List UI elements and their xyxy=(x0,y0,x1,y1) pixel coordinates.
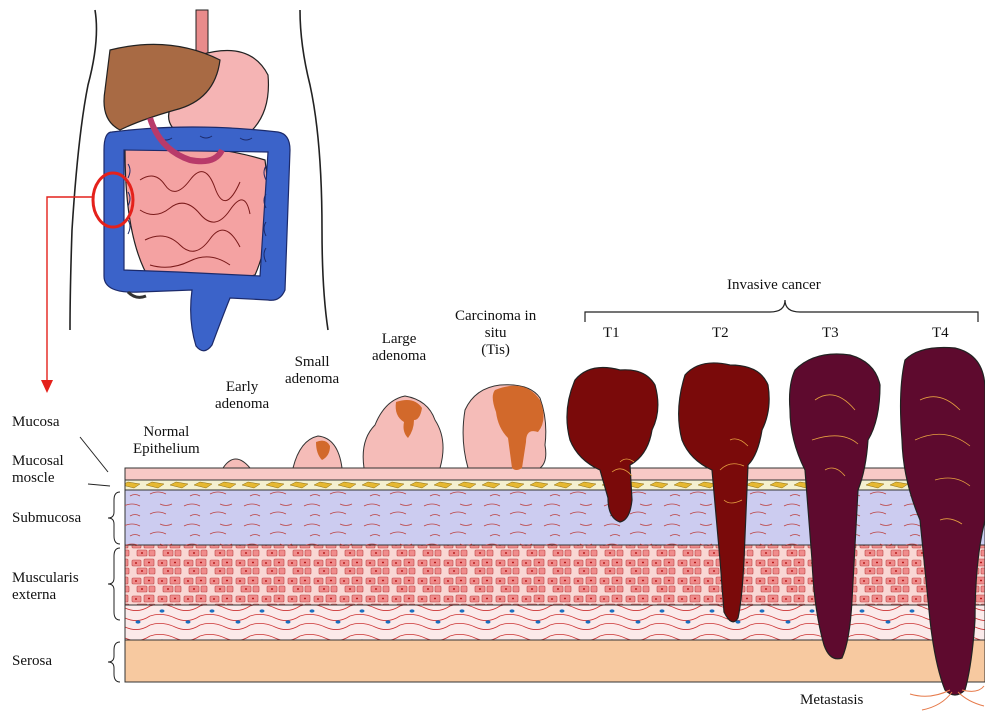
label-early-line1: Early xyxy=(215,379,269,396)
label-normal-line1: Normal xyxy=(133,424,200,441)
appendix xyxy=(128,292,146,297)
label-t1: T1 xyxy=(603,325,620,342)
label-muscularis-externa: Muscularis externa xyxy=(12,570,79,604)
abdomen-illustration xyxy=(41,10,328,393)
label-invasive-cancer: Invasive cancer xyxy=(727,277,821,294)
invasive-bracket xyxy=(585,300,978,322)
label-t2: T2 xyxy=(712,325,729,342)
label-normal-epithelium: Normal Epithelium xyxy=(133,424,200,458)
label-cis-line2: situ xyxy=(455,325,536,342)
label-cis-line3: (Tis) xyxy=(455,342,536,359)
layer-braces xyxy=(80,437,120,682)
label-large-adenoma: Large adenoma xyxy=(372,331,426,365)
layer-muscularis-fibers xyxy=(125,605,985,640)
label-carcinoma-in-situ: Carcinoma in situ (Tis) xyxy=(455,308,536,359)
label-early-line2: adenoma xyxy=(215,396,269,413)
adenoma-progression xyxy=(223,385,546,470)
label-large-line2: adenoma xyxy=(372,348,426,365)
label-small-line1: Small xyxy=(285,354,339,371)
label-metastasis: Metastasis xyxy=(800,692,863,709)
label-early-adenoma: Early adenoma xyxy=(215,379,269,413)
label-mucosa: Mucosa xyxy=(12,414,60,431)
label-muscularis-line1: Muscularis xyxy=(12,570,79,587)
label-normal-line2: Epithelium xyxy=(133,441,200,458)
label-small-line2: adenoma xyxy=(285,371,339,388)
label-t4: T4 xyxy=(932,325,949,342)
small-intestine xyxy=(125,147,268,284)
layer-serosa xyxy=(125,640,985,682)
label-serosa: Serosa xyxy=(12,653,52,670)
label-large-line1: Large xyxy=(372,331,426,348)
label-mucosal-line2: moscle xyxy=(12,470,64,487)
early-adenoma-shape xyxy=(223,459,250,468)
label-mucosal-muscle: Mucosal moscle xyxy=(12,453,64,487)
label-small-adenoma: Small adenoma xyxy=(285,354,339,388)
label-cis-line1: Carcinoma in xyxy=(455,308,536,325)
label-muscularis-line2: externa xyxy=(12,587,79,604)
label-submucosa: Submucosa xyxy=(12,510,81,527)
layer-muscularis-cells xyxy=(125,545,985,605)
label-mucosal-line1: Mucosal xyxy=(12,453,64,470)
label-t3: T3 xyxy=(822,325,839,342)
